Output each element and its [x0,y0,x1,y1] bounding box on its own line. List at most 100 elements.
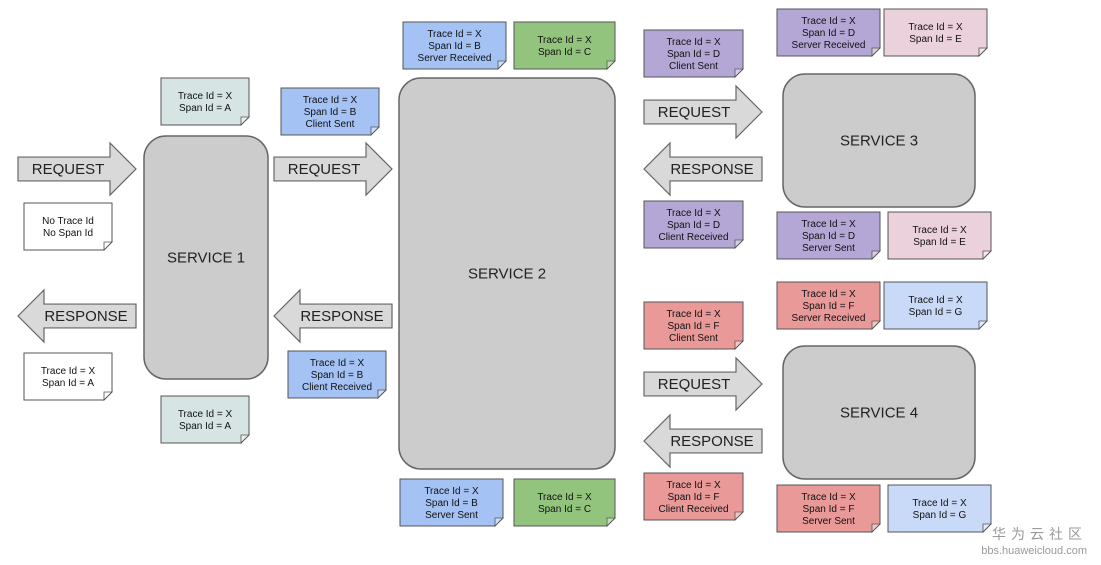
watermark-url: bbs.huaweicloud.com [981,545,1087,557]
note-s3-server-sent-fold [871,250,881,260]
note-outgoing-response-line-1: Span Id = A [42,378,94,389]
note-s2-server-received-line-1: Span Id = B [428,41,481,52]
note-s4-server-sent-line-1: Span Id = F [803,504,855,515]
note-service-1-in-line-0: Trace Id = X [178,91,233,102]
note-s3-server-sent-line-0: Trace Id = X [801,219,856,230]
note-s3-server-received-fold [871,47,881,57]
note-s3-span-e-bottom-line-1: Span Id = E [913,237,966,248]
note-outgoing-response-fold [103,391,113,401]
note-incoming-request-fold [103,241,113,251]
service-3-box [782,73,976,208]
note-s4-server-sent-line-0: Trace Id = X [801,492,856,503]
response-from-service-1-arrow: RESPONSE [17,288,137,344]
note-service-1-out-line-1: Span Id = A [179,421,231,432]
response-from-service-4-label: RESPONSE [670,433,753,450]
note-s2-server-received-fold [497,60,507,70]
response-from-service-2-label: RESPONSE [300,308,383,325]
note-s2-span-c-top-fold [606,60,616,70]
note-s4-server-received-fold [871,320,881,330]
note-s2-client-sent-fold [370,126,380,136]
note-s4-server-sent-line-2: Server Sent [802,516,855,527]
note-s4-server-sent-fold [871,523,881,533]
watermark: 华为云社区 bbs.huaweicloud.com [981,524,1087,557]
note-s3-client-received-line-0: Trace Id = X [666,208,721,219]
note-s2-client-received-line-0: Trace Id = X [310,358,365,369]
note-s3-server-received-line-1: Span Id = D [802,28,855,39]
note-s4-span-g-bottom-fold [982,523,992,533]
note-s3-span-e-bottom-fold [982,250,992,260]
note-s4-client-sent-line-0: Trace Id = X [666,309,721,320]
request-into-service-2-label: REQUEST [288,161,361,178]
note-s3-span-e-top-line-0: Trace Id = X [908,22,963,33]
request-into-service-4-arrow-shape [643,356,763,412]
note-s2-client-sent-line-2: Client Sent [306,119,355,130]
response-from-service-3-arrow-shape [643,141,763,197]
request-into-service-1-label: REQUEST [32,161,105,178]
note-s2-client-received-line-2: Client Received [302,382,372,393]
note-s4-span-g-top-line-1: Span Id = G [909,307,963,318]
note-s4-client-sent-line-2: Client Sent [669,333,718,344]
note-s4-client-received-fold [734,511,744,521]
response-from-service-2-arrow: RESPONSE [273,288,393,344]
note-s2-server-sent-line-0: Trace Id = X [424,486,479,497]
note-s2-server-sent-fold [494,517,504,527]
service-3-label: SERVICE 3 [840,133,918,150]
request-into-service-3-label: REQUEST [658,104,731,121]
note-s2-client-received-fold [377,389,387,399]
note-s4-client-received-line-2: Client Received [658,504,728,515]
service-4: SERVICE 4 [782,345,976,480]
note-s3-server-sent-line-2: Server Sent [802,243,855,254]
note-s3-server-received-line-0: Trace Id = X [801,16,856,27]
note-s4-server-received-line-2: Server Received [792,313,866,324]
note-s3-server-sent-line-1: Span Id = D [802,231,855,242]
service-1-label: SERVICE 1 [167,250,245,267]
request-into-service-2-arrow-shape [273,141,393,197]
note-s2-client-received-line-1: Span Id = B [311,370,364,381]
note-s3-span-e-top-line-1: Span Id = E [909,34,962,45]
note-s2-client-sent-line-0: Trace Id = X [303,95,358,106]
request-into-service-3-arrow: REQUEST [643,84,763,140]
service-1: SERVICE 1 [143,135,269,380]
service-4-box [782,345,976,480]
note-outgoing-response-line-0: Trace Id = X [41,366,96,377]
note-s3-client-sent-line-2: Client Sent [669,61,718,72]
note-s4-client-received-line-0: Trace Id = X [666,480,721,491]
note-s2-span-c-bottom-line-1: Span Id = C [538,504,591,515]
note-service-1-out-fold [240,434,250,444]
note-s3-server-received-line-2: Server Received [792,40,866,51]
request-into-service-4-label: REQUEST [658,376,731,393]
service-2: SERVICE 2 [398,77,616,470]
note-s2-span-c-bottom-fold [606,517,616,527]
note-s3-client-received-line-1: Span Id = D [667,220,720,231]
note-s2-span-c-bottom-line-0: Trace Id = X [537,492,592,503]
response-from-service-3-arrow: RESPONSE [643,141,763,197]
note-s3-client-sent-line-1: Span Id = D [667,49,720,60]
service-2-label: SERVICE 2 [468,266,546,283]
note-s2-server-sent-line-1: Span Id = B [425,498,478,509]
note-s3-client-sent-line-0: Trace Id = X [666,37,721,48]
response-from-service-3-label: RESPONSE [670,161,753,178]
note-incoming-request-line-1: No Span Id [43,228,93,239]
response-from-service-4-arrow-shape [643,413,763,469]
note-s4-span-g-top-fold [978,320,988,330]
request-into-service-1-arrow: REQUEST [17,141,137,197]
note-s4-span-g-top-line-0: Trace Id = X [908,295,963,306]
note-s4-client-received-line-1: Span Id = F [668,492,720,503]
note-service-1-in-fold [240,116,250,126]
